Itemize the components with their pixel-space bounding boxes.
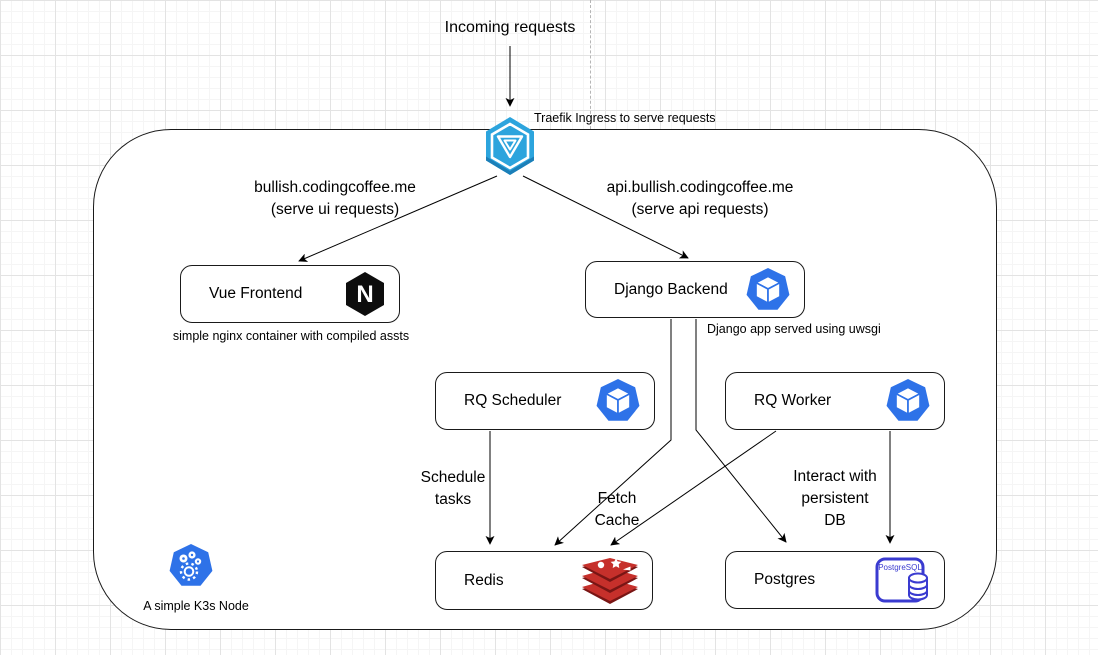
edge-label-ui-domain: bullish.codingcoffee.me (serve ui reques… xyxy=(254,179,416,218)
rq-worker-label: RQ Worker xyxy=(754,392,832,409)
redis-icon xyxy=(582,557,638,604)
node-postgres[interactable]: Postgres PostgreSQL xyxy=(725,551,945,609)
edge-label-schedule-tasks: Schedule tasks xyxy=(420,469,486,508)
node-redis[interactable]: Redis xyxy=(435,551,653,610)
redis-label: Redis xyxy=(464,571,504,589)
django-backend-label: Django Backend xyxy=(614,280,728,298)
node-vue-frontend[interactable]: Vue Frontend N xyxy=(180,265,400,323)
traefik-ingress-icon[interactable] xyxy=(483,116,537,176)
vue-caption: simple nginx container with compiled ass… xyxy=(172,329,410,343)
rq-scheduler-label: RQ Scheduler xyxy=(464,392,562,409)
container-cube-icon xyxy=(596,379,640,421)
container-cube-icon xyxy=(746,267,790,310)
nginx-letter: N xyxy=(356,281,373,308)
edge-label-api-domain: api.bullish.codingcoffee.me (serve api r… xyxy=(606,179,794,218)
incoming-requests-label: Incoming requests xyxy=(444,19,576,36)
nginx-icon: N xyxy=(346,272,384,316)
postgresql-icon-text: PostgreSQL xyxy=(878,563,922,572)
edge-label-persistent-db: Interact with persistent DB xyxy=(793,468,877,529)
k3s-icon[interactable] xyxy=(168,543,214,590)
django-caption: Django app served using uwsgi xyxy=(707,322,881,336)
vue-frontend-label: Vue Frontend xyxy=(209,285,303,302)
node-rq-scheduler[interactable]: RQ Scheduler xyxy=(435,372,655,430)
edge-label-fetch-cache: Fetch Cache xyxy=(594,490,640,529)
node-rq-worker[interactable]: RQ Worker xyxy=(725,372,945,430)
container-cube-icon xyxy=(886,379,930,421)
postgres-label: Postgres xyxy=(754,571,816,588)
traefik-caption: Traefik Ingress to serve requests xyxy=(534,111,716,125)
page-boundary-divider xyxy=(590,0,591,129)
k3s-caption: A simple K3s Node xyxy=(143,599,249,613)
postgresql-icon: PostgreSQL xyxy=(875,557,928,603)
node-django-backend[interactable]: Django Backend xyxy=(585,261,805,318)
